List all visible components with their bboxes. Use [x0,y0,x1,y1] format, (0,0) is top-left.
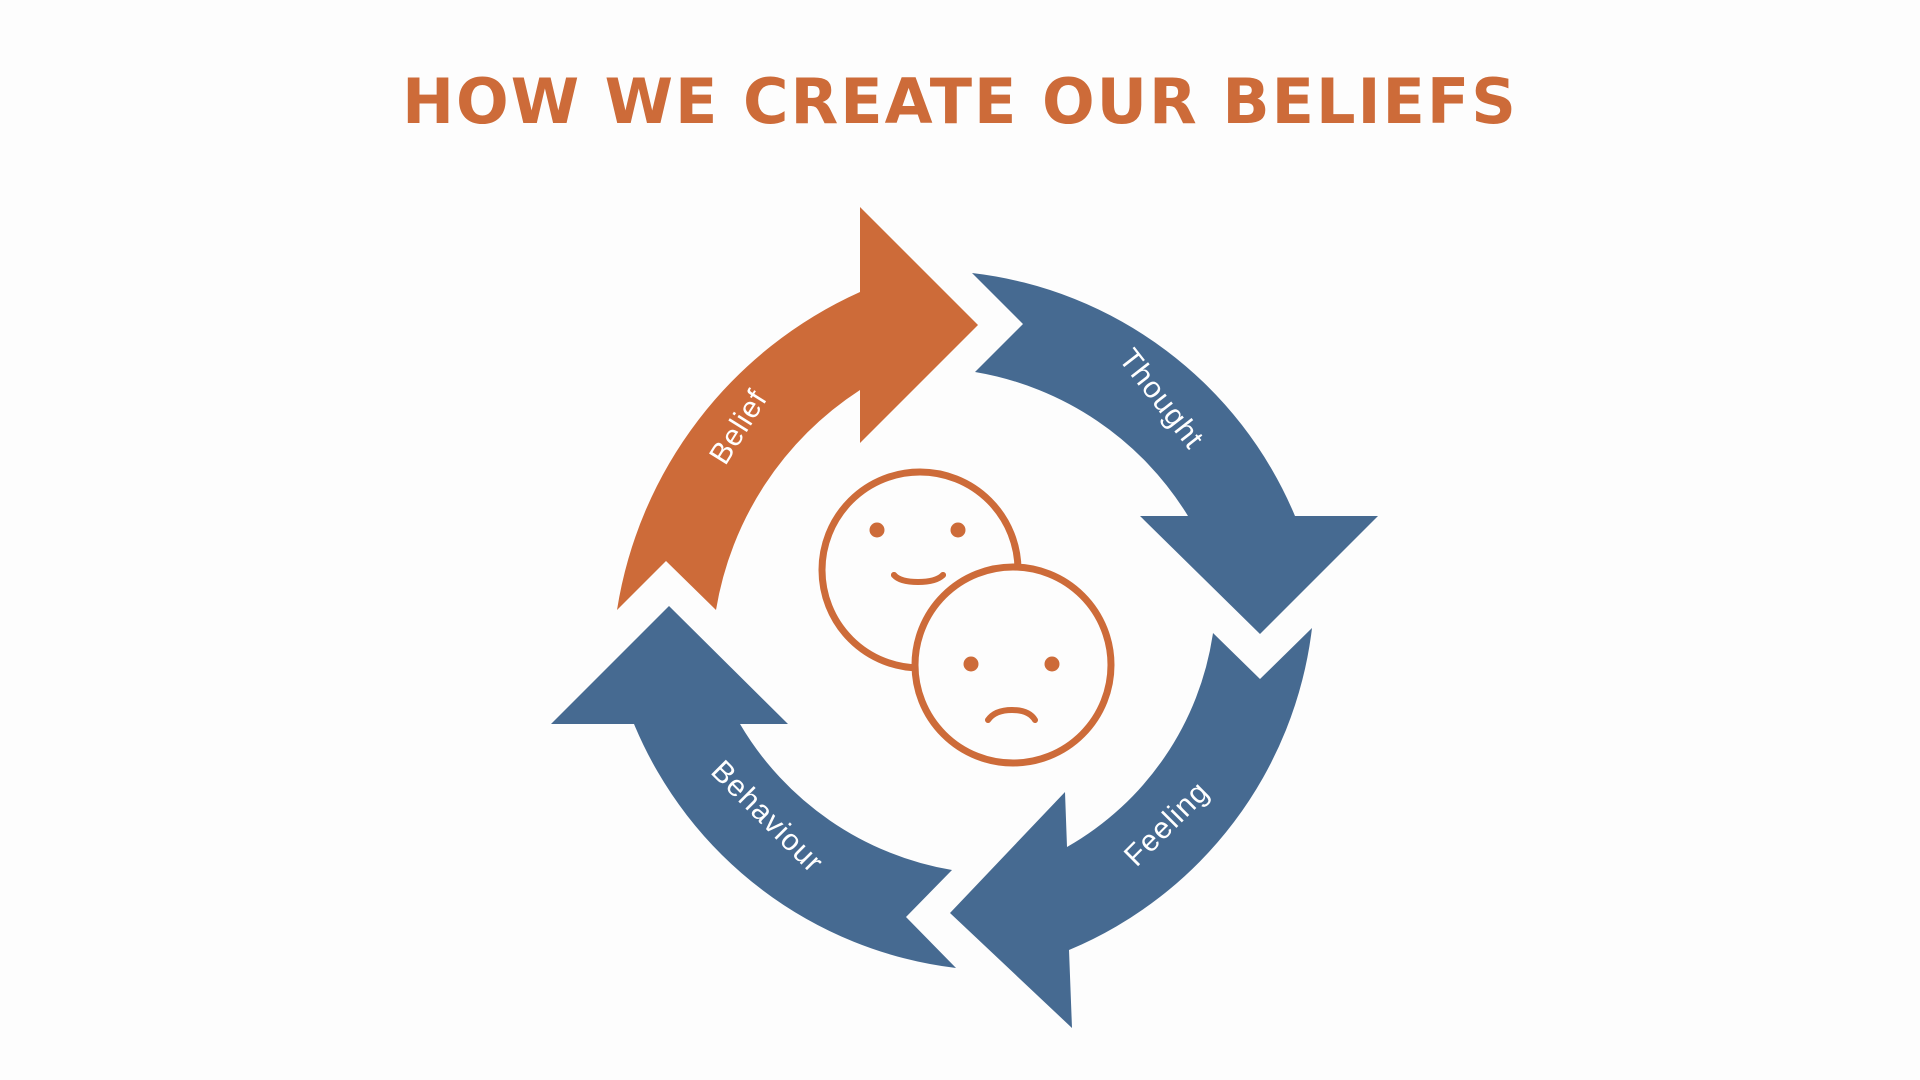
belief-arrow-shape [617,207,978,610]
feeling-arrow: Feeling [950,628,1312,1028]
thought-arrow-shape [972,273,1378,634]
feeling-arrow-shape [950,628,1312,1028]
behaviour-arrow-shape [551,606,956,968]
sad-face-icon [911,563,1115,767]
page-title: HOW WE CREATE OUR BELIEFS [402,65,1518,138]
